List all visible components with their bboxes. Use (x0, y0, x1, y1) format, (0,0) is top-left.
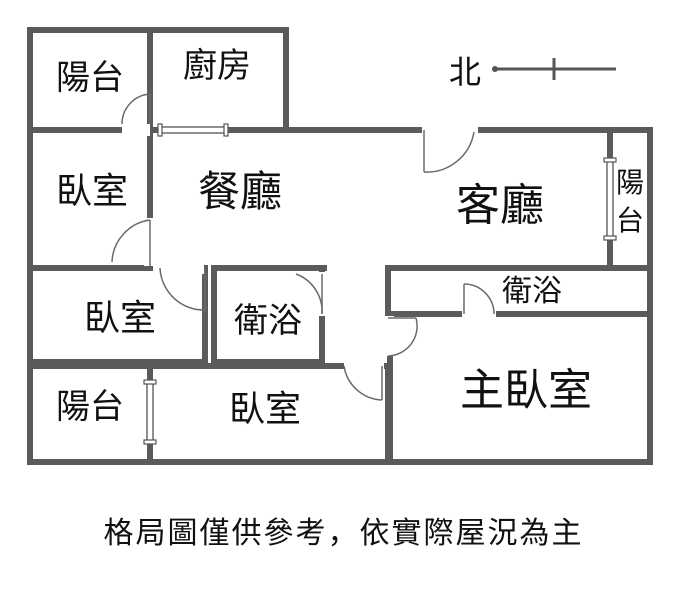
room-label-balcony-east-bottom: 台 (616, 204, 644, 237)
room-label-balcony-nw: 陽台 (56, 58, 124, 98)
disclaimer-note: 格局圖僅供參考，依實際屋況為主 (103, 516, 584, 551)
room-label-kitchen: 廚房 (183, 46, 251, 86)
room-label-master-bedroom: 主臥室 (460, 365, 592, 416)
door-swings (111, 93, 495, 401)
room-label-bedroom-3: 臥室 (229, 389, 301, 430)
room-label-bath-1: 衛浴 (234, 301, 302, 341)
room-label-dining: 餐廳 (198, 167, 282, 216)
room-label-balcony-east-top: 陽 (616, 166, 644, 199)
north-arrow-tip (492, 66, 498, 72)
room-label-balcony-sw: 陽台 (56, 387, 124, 427)
room-label-bedroom-2: 臥室 (84, 298, 156, 339)
room-label-bedroom-1: 臥室 (56, 171, 128, 212)
north-arrow: 北 (449, 53, 616, 91)
room-label-bath-2: 衛浴 (502, 274, 562, 309)
room-labels: 陽台 廚房 臥室 餐廳 客廳 陽 台 臥室 衛浴 衛浴 主臥室 陽台 臥室 (56, 46, 644, 430)
north-label: 北 (449, 53, 481, 91)
room-label-living: 客廳 (456, 180, 544, 231)
